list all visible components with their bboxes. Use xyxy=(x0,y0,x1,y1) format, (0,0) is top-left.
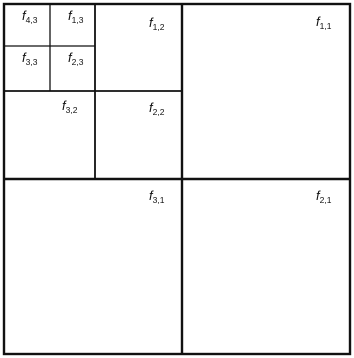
label-f33: f3,3 xyxy=(22,50,38,67)
label-f31: f3,1 xyxy=(149,188,165,205)
label-f43: f4,3 xyxy=(22,8,38,25)
label-f23: f2,3 xyxy=(68,50,84,67)
label-f21: f2,1 xyxy=(316,188,332,205)
label-f32: f3,2 xyxy=(62,98,78,115)
label-f11: f1,1 xyxy=(316,14,332,31)
label-f12: f1,2 xyxy=(149,15,165,32)
label-f22: f2,2 xyxy=(149,100,165,117)
label-f13: f1,3 xyxy=(68,8,84,25)
